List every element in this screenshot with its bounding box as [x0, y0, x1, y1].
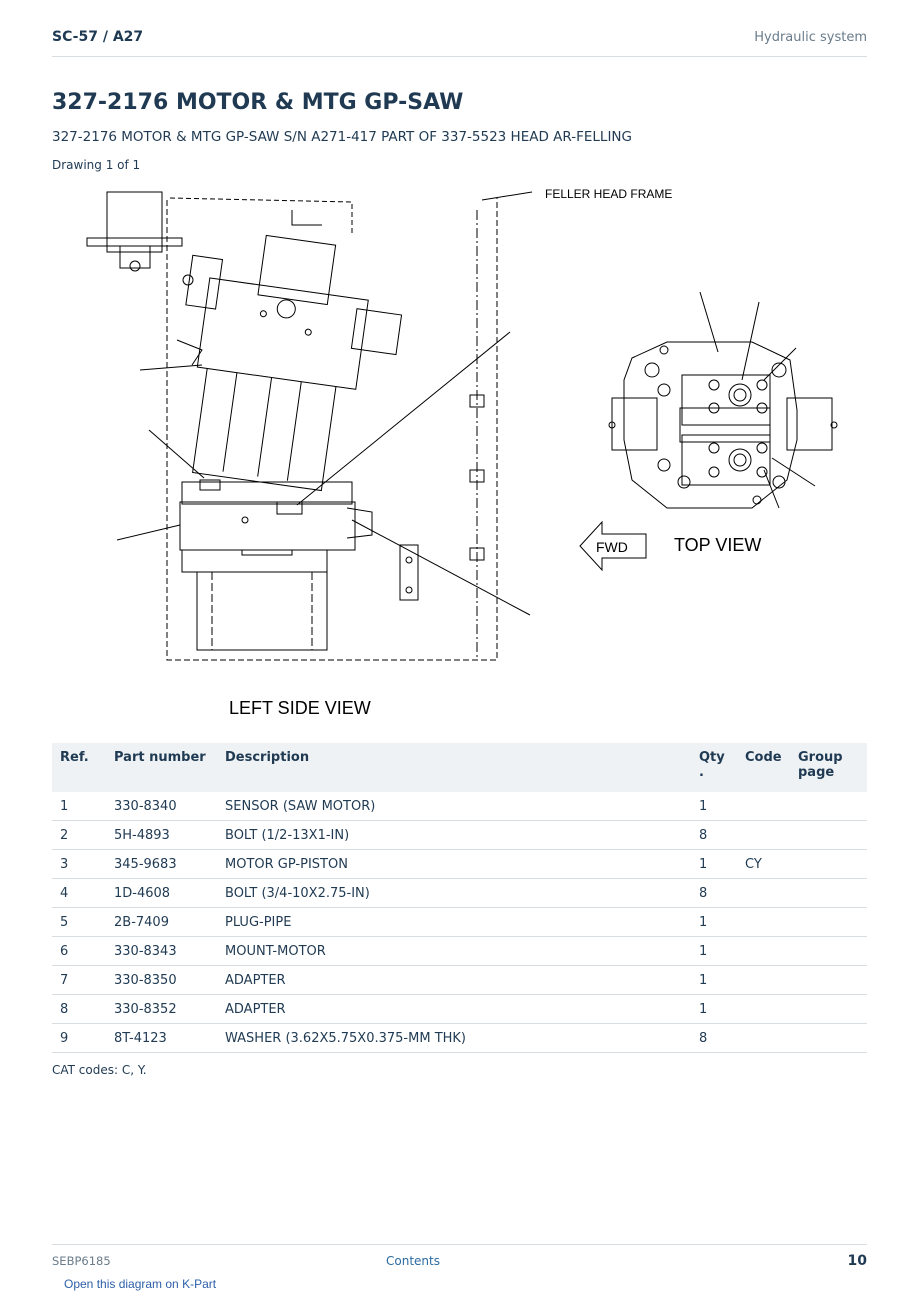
code-cell — [737, 994, 790, 1024]
page-header: SC-57 / A27 Hydraulic system — [52, 28, 867, 57]
table-header-row: Ref. Part number Description Qty . Code … — [52, 743, 867, 792]
description-cell: BOLT (3/4-10X2.75-IN) — [217, 878, 691, 908]
ref-cell: 7 — [52, 965, 106, 995]
ref-cell: 8 — [52, 994, 106, 1024]
code-cell — [737, 792, 790, 821]
part-number-cell: 330-8352 — [106, 994, 217, 1024]
ref-cell: 2 — [52, 820, 106, 850]
page-title: 327-2176 MOTOR & MTG GP-SAW — [52, 90, 464, 115]
part-number-cell: 330-8340 — [106, 792, 217, 821]
code-cell: CY — [737, 849, 790, 879]
kpart-link[interactable]: Open this diagram on K-Part — [64, 1277, 217, 1291]
cat-codes-note: CAT codes: C, Y. — [52, 1063, 147, 1077]
contents-link[interactable]: Contents — [386, 1254, 440, 1268]
header-code: Code — [737, 743, 790, 792]
description-cell: WASHER (3.62X5.75X0.375-MM THK) — [217, 1023, 691, 1053]
table-row: 1 330-8340 SENSOR (SAW MOTOR) 1 — [52, 792, 867, 821]
description-cell: SENSOR (SAW MOTOR) — [217, 792, 691, 821]
part-number-cell: 8T-4123 — [106, 1023, 217, 1053]
qty-cell: 8 — [691, 878, 737, 908]
parts-diagram: FELLER HEAD FRAME FWD TOP VIEW LEFT SIDE… — [52, 180, 867, 725]
qty-cell: 1 — [691, 936, 737, 966]
group-page-cell — [790, 792, 867, 821]
code-cell — [737, 1023, 790, 1053]
part-number-cell: 330-8350 — [106, 965, 217, 995]
ref-cell: 5 — [52, 907, 106, 937]
description-cell: MOTOR GP-PISTON — [217, 849, 691, 879]
ref-cell: 3 — [52, 849, 106, 879]
code-cell — [737, 965, 790, 995]
drawing-label: Drawing 1 of 1 — [52, 158, 141, 172]
qty-cell: 1 — [691, 849, 737, 879]
table-row: 2 5H-4893 BOLT (1/2-13X1-IN) 8 — [52, 820, 867, 850]
part-number-cell: 345-9683 — [106, 849, 217, 879]
qty-cell: 1 — [691, 965, 737, 995]
frame-callout-label: FELLER HEAD FRAME — [545, 187, 672, 201]
description-cell: PLUG-PIPE — [217, 907, 691, 937]
section-name: Hydraulic system — [754, 30, 867, 45]
part-number-cell: 330-8343 — [106, 936, 217, 966]
table-row: 9 8T-4123 WASHER (3.62X5.75X0.375-MM THK… — [52, 1023, 867, 1053]
part-number-cell: 5H-4893 — [106, 820, 217, 850]
table-row: 5 2B-7409 PLUG-PIPE 1 — [52, 907, 867, 937]
description-cell: MOUNT-MOTOR — [217, 936, 691, 966]
table-row: 7 330-8350 ADAPTER 1 — [52, 965, 867, 995]
table-row: 4 1D-4608 BOLT (3/4-10X2.75-IN) 8 — [52, 878, 867, 908]
ref-cell: 1 — [52, 792, 106, 821]
qty-cell: 1 — [691, 907, 737, 937]
code-cell — [737, 907, 790, 937]
parts-table: Ref. Part number Description Qty . Code … — [52, 743, 867, 1053]
qty-cell: 1 — [691, 792, 737, 821]
fwd-arrow-label: FWD — [596, 539, 628, 555]
ref-cell: 9 — [52, 1023, 106, 1053]
group-page-cell — [790, 936, 867, 966]
section-code: SC-57 / A27 — [52, 29, 144, 45]
header-description: Description — [217, 743, 691, 792]
table-row: 6 330-8343 MOUNT-MOTOR 1 — [52, 936, 867, 966]
qty-cell: 8 — [691, 820, 737, 850]
table-row: 8 330-8352 ADAPTER 1 — [52, 994, 867, 1024]
group-page-cell — [790, 820, 867, 850]
part-number-cell: 1D-4608 — [106, 878, 217, 908]
code-cell — [737, 878, 790, 908]
ref-cell: 6 — [52, 936, 106, 966]
group-page-cell — [790, 994, 867, 1024]
description-cell: BOLT (1/2-13X1-IN) — [217, 820, 691, 850]
qty-cell: 8 — [691, 1023, 737, 1053]
header-part-number: Part number — [106, 743, 217, 792]
ref-cell: 4 — [52, 878, 106, 908]
group-page-cell — [790, 907, 867, 937]
code-cell — [737, 820, 790, 850]
top-view-label: TOP VIEW — [674, 535, 761, 555]
header-group-page: Group page — [790, 743, 867, 792]
qty-cell: 1 — [691, 994, 737, 1024]
group-page-cell — [790, 849, 867, 879]
part-number-cell: 2B-7409 — [106, 907, 217, 937]
group-page-cell — [790, 965, 867, 995]
table-row: 3 345-9683 MOTOR GP-PISTON 1 CY — [52, 849, 867, 879]
group-page-cell — [790, 1023, 867, 1053]
description-cell: ADAPTER — [217, 965, 691, 995]
header-ref: Ref. — [52, 743, 106, 792]
group-page-cell — [790, 878, 867, 908]
page-number: 10 — [847, 1253, 867, 1269]
page-footer: SEBP6185 Contents 10 — [52, 1244, 867, 1275]
document-id: SEBP6185 — [52, 1254, 111, 1268]
code-cell — [737, 936, 790, 966]
header-qty: Qty . — [691, 743, 737, 792]
left-side-view-label: LEFT SIDE VIEW — [229, 698, 371, 718]
description-cell: ADAPTER — [217, 994, 691, 1024]
page-subtitle: 327-2176 MOTOR & MTG GP-SAW S/N A271-417… — [52, 129, 632, 145]
